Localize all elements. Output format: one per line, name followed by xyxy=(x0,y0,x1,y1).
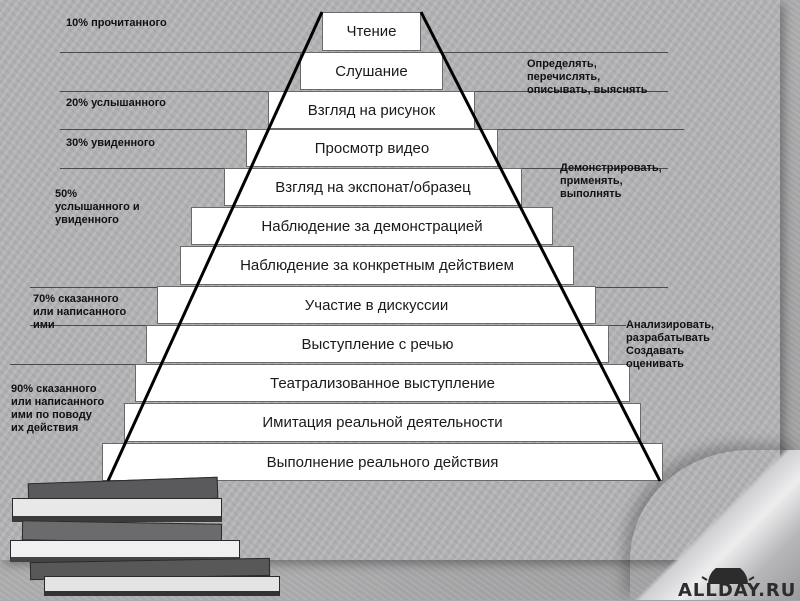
label-70-percent: 70% сказанного или написанного ими xyxy=(33,293,127,331)
pyramid-level-action: Наблюдение за конкретным действием xyxy=(180,246,574,285)
pyramid-level-picture: Взгляд на рисунок xyxy=(268,91,475,129)
label-20-percent-heard: 20% услышанного xyxy=(66,97,166,109)
label-demonstrate: Демонстрировать, применять, выполнять xyxy=(560,162,662,200)
pyramid-level-exhibit: Взгляд на экспонат/образец xyxy=(224,168,522,206)
pyramid-level-speech: Выступление с речью xyxy=(146,325,609,363)
label-90-percent: 90% сказанного или написанного ими по по… xyxy=(11,383,105,434)
label-define: Определять, перечислять, описывать, выяс… xyxy=(527,58,648,96)
pyramid-level-reading: Чтение xyxy=(322,12,421,51)
pyramid-level-discussion: Участие в дискуссии xyxy=(157,286,596,324)
watermark-text: ALLDAY.RU xyxy=(678,580,797,601)
pyramid-level-video: Просмотр видео xyxy=(246,129,498,167)
label-30-percent-seen: 30% увиденного xyxy=(66,137,155,149)
watermark: ALLDAY.RU xyxy=(668,568,800,601)
label-analyze: Анализировать, разрабатывать Создавать о… xyxy=(626,319,715,370)
label-10-percent-read: 10% прочитанного xyxy=(66,17,167,29)
books-stack-image xyxy=(0,470,290,600)
label-50-percent: 50% услышанного и увиденного xyxy=(55,188,140,226)
pyramid-level-listening: Слушание xyxy=(300,52,443,90)
sun-logo-icon xyxy=(701,568,755,584)
pyramid-level-imitation: Имитация реальной деятельности xyxy=(124,403,641,442)
pyramid-level-demonstration: Наблюдение за демонстрацией xyxy=(191,207,553,245)
pyramid-level-theatre: Театрализованное выступление xyxy=(135,364,630,402)
